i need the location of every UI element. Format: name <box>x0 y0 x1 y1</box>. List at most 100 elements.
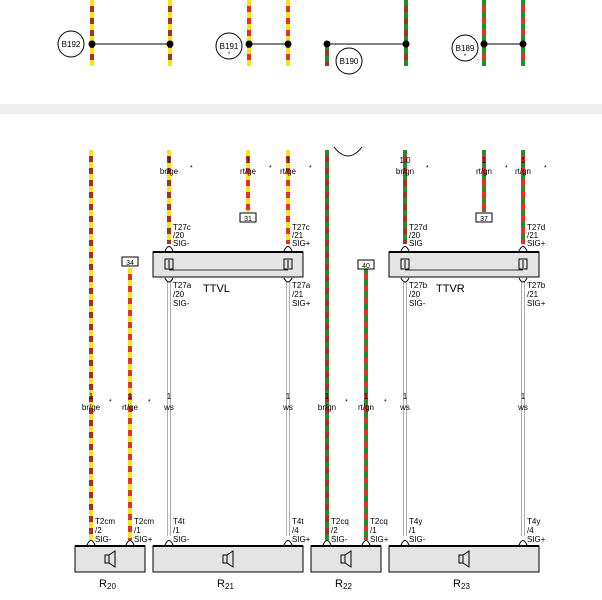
speaker-number: 21 <box>225 582 234 591</box>
pin-sig: SIG+ <box>370 535 389 544</box>
wire-number: 1 <box>364 392 369 401</box>
ref-number: 34 <box>126 260 134 267</box>
speaker-box <box>74 545 146 573</box>
pin-arc <box>400 246 410 252</box>
pin-no: /1 <box>370 526 377 535</box>
speaker-letter: R <box>99 578 107 590</box>
wire-star: * <box>384 399 387 406</box>
ref-box <box>239 212 257 223</box>
wire-number: 1 <box>325 392 330 401</box>
wire-number: 1 <box>167 156 172 165</box>
wire-star: * <box>505 165 508 172</box>
pin-sig: SIG+ <box>292 239 311 248</box>
continuation-arc <box>333 146 363 157</box>
wire-star: * <box>426 165 429 172</box>
wire-color: br/gn <box>396 167 414 176</box>
connector-circle <box>451 34 479 62</box>
pin-arc <box>322 540 332 546</box>
module-name: TTVL <box>203 283 230 295</box>
pin-no: /20 <box>409 290 421 299</box>
pin-arc <box>164 277 174 283</box>
junction-dot <box>323 40 331 48</box>
junction-dot <box>88 40 96 48</box>
wire-color: rt/gn <box>476 167 492 176</box>
speaker-icon-cone <box>344 550 352 568</box>
speaker-icon <box>104 550 116 568</box>
pin-conn: T2cq <box>370 517 388 526</box>
wire-star: * <box>544 165 547 172</box>
pin-sig: SIG+ <box>292 299 311 308</box>
wires-layer <box>89 0 525 540</box>
pin-sig: SIG- <box>95 535 112 544</box>
module-box <box>388 251 540 278</box>
speaker-icon <box>340 550 352 568</box>
pin-conn: T27a <box>292 281 311 290</box>
pin-sig: SIG- <box>173 239 190 248</box>
pin-no: /2 <box>331 526 338 535</box>
module-name: TTVR <box>436 283 465 295</box>
pin-sig: SIG- <box>331 535 348 544</box>
speaker-box <box>152 545 304 573</box>
pin-conn: T2cm <box>95 517 115 526</box>
wire-color: rt/ge <box>240 167 257 176</box>
wire-number: 1 <box>521 392 526 401</box>
speaker-icon-body <box>340 554 346 564</box>
speaker-icon-cone <box>108 550 116 568</box>
pin-sig: SIG- <box>409 299 426 308</box>
pin-conn: T4t <box>292 517 304 526</box>
ref-number: 37 <box>480 216 488 223</box>
wire-star: * <box>190 165 193 172</box>
pin-no: /20 <box>409 231 421 240</box>
wire-color: ws <box>517 403 528 412</box>
pin-arc <box>164 246 174 252</box>
pin-arc <box>518 277 528 283</box>
ref-box <box>357 259 375 270</box>
module-pin-box <box>518 258 528 270</box>
wire-color: ws <box>282 403 293 412</box>
pin-arc <box>400 540 410 546</box>
speaker-number: 20 <box>107 582 116 591</box>
pin-no: /4 <box>292 526 299 535</box>
pin-arc <box>283 540 293 546</box>
wire-number: 1.0 <box>399 156 411 165</box>
wire-number: 1 <box>521 156 526 165</box>
pin-arc <box>518 540 528 546</box>
pin-arc <box>86 540 96 546</box>
speaker-letter: R <box>335 578 343 590</box>
ref-number: 31 <box>244 216 252 223</box>
pin-no: /21 <box>292 290 304 299</box>
wire-star: * <box>269 165 272 172</box>
pin-arc <box>400 277 410 283</box>
pin-arc <box>283 277 293 283</box>
pin-conn: T27b <box>409 281 428 290</box>
connector-label: B189 <box>456 44 475 53</box>
ref-box <box>475 212 493 223</box>
pin-sig: SIG <box>409 239 423 248</box>
wire-number: 1 <box>286 156 291 165</box>
pin-sig: SIG+ <box>527 299 546 308</box>
wire-star: * <box>148 399 151 406</box>
pin-sig: SIG- <box>409 535 426 544</box>
connector-circle <box>57 30 85 58</box>
wire-color: rt/ge <box>280 167 297 176</box>
pin-conn: T27b <box>527 281 546 290</box>
wire-number: 1 <box>167 392 172 401</box>
wire-number: 1 <box>128 392 133 401</box>
pin-conn: T27d <box>527 223 545 232</box>
speaker-number: 23 <box>461 582 470 591</box>
pin-arc <box>283 246 293 252</box>
pin-no: /20 <box>173 231 185 240</box>
connector-circle <box>215 32 243 60</box>
wire-star: * <box>109 399 112 406</box>
pin-no: /1 <box>409 526 416 535</box>
ref-box <box>121 256 139 267</box>
pin-arc <box>518 246 528 252</box>
pin-no: /2 <box>95 526 102 535</box>
pin-no: /21 <box>527 290 539 299</box>
junction-dot <box>166 40 174 48</box>
connector-label: B190 <box>340 57 359 66</box>
pin-sig: SIG+ <box>527 239 546 248</box>
speaker-icon-body <box>458 554 464 564</box>
pin-sig: SIG- <box>173 535 190 544</box>
